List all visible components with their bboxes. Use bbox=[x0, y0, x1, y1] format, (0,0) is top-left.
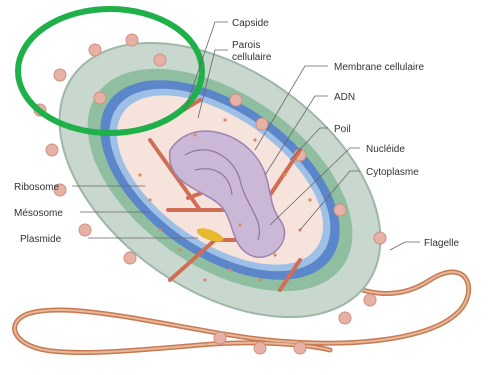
label-poil: Poil bbox=[334, 124, 351, 135]
label-cytoplasme: Cytoplasme bbox=[366, 167, 419, 178]
label-ribosome: Ribosome bbox=[14, 182, 59, 193]
label-parois-1: Parois bbox=[232, 40, 260, 51]
label-adn: ADN bbox=[334, 92, 355, 103]
label-mesosome: Mésosome bbox=[14, 208, 63, 219]
label-plasmide: Plasmide bbox=[20, 234, 62, 245]
label-membrane: Membrane cellulaire bbox=[334, 62, 424, 73]
label-parois-2: cellulaire bbox=[232, 52, 272, 63]
label-flagelle: Flagelle bbox=[424, 238, 459, 249]
label-capside: Capside bbox=[232, 18, 269, 29]
label-nucleide: Nucléide bbox=[366, 144, 405, 155]
